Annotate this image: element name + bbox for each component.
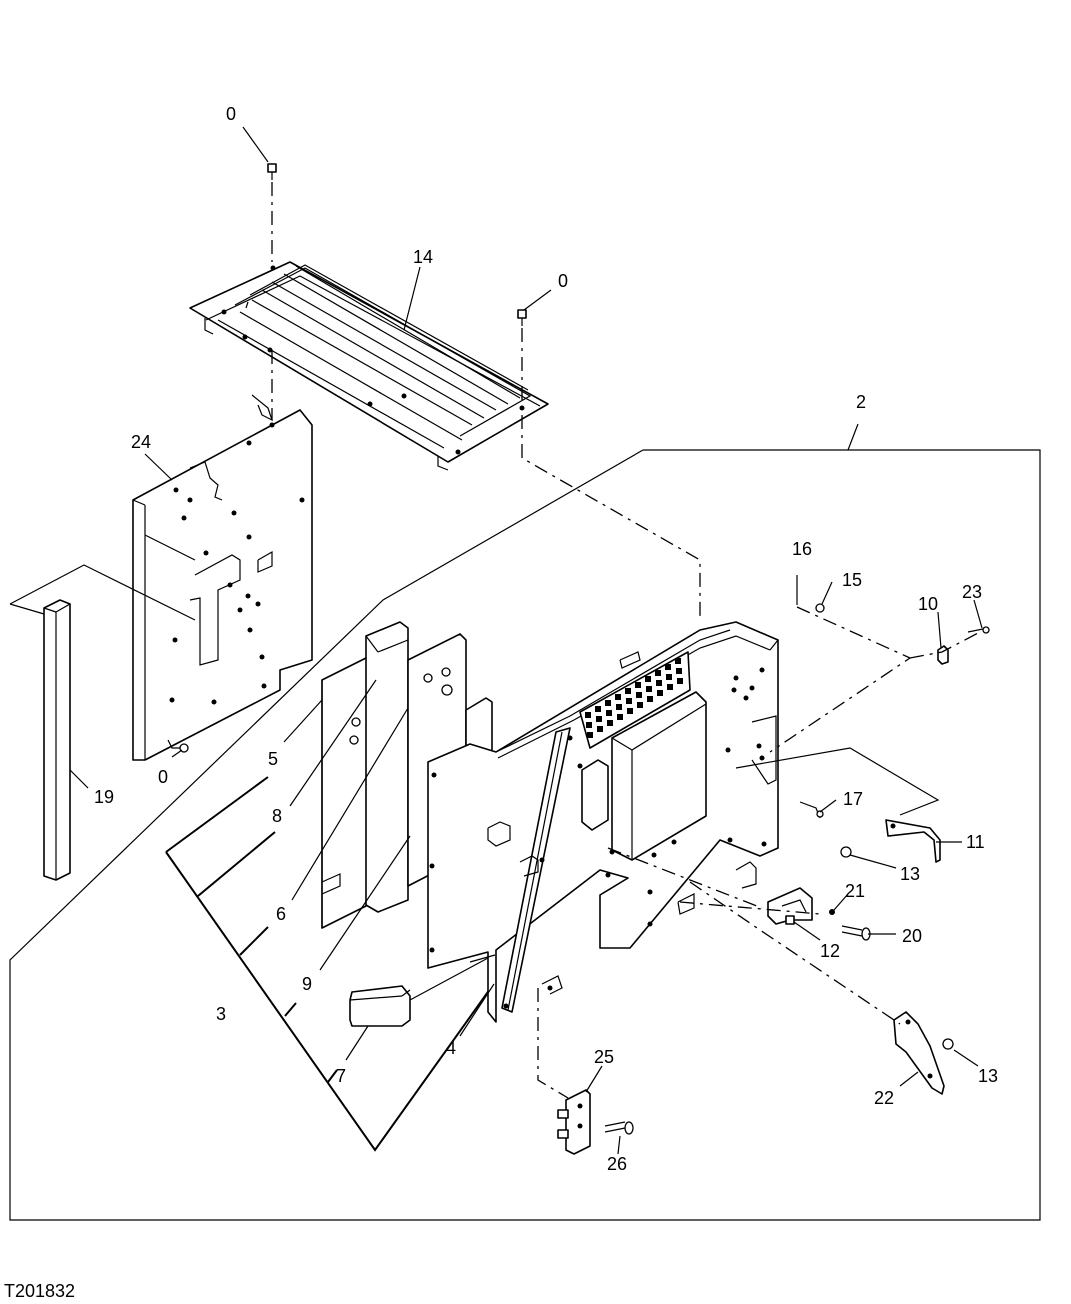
part-12-bracket bbox=[767, 887, 813, 925]
callout-13-a: 13 bbox=[900, 864, 920, 884]
figure-id: T201832 bbox=[4, 1281, 75, 1301]
callout-16: 16 bbox=[792, 539, 812, 559]
bolt-26 bbox=[604, 1121, 634, 1135]
screw-23 bbox=[967, 626, 990, 634]
nut-21 bbox=[829, 909, 835, 915]
callout-8: 8 bbox=[272, 806, 282, 826]
callout-0-left: 0 bbox=[158, 767, 168, 787]
main-panel bbox=[427, 621, 779, 1023]
leader-lines bbox=[69, 126, 983, 1155]
callout-22: 22 bbox=[874, 1088, 894, 1108]
clip-10 bbox=[937, 645, 949, 665]
part-19-strip bbox=[43, 599, 71, 881]
callout-2: 2 bbox=[856, 392, 866, 412]
callout-19: 19 bbox=[94, 787, 114, 807]
part-24-left-panel bbox=[132, 394, 313, 761]
callout-23: 23 bbox=[962, 582, 982, 602]
callout-7: 7 bbox=[336, 1066, 346, 1086]
callout-12: 12 bbox=[820, 941, 840, 961]
callout-11: 11 bbox=[966, 832, 985, 852]
callout-labels: 0 0 0 14 2 24 19 16 15 10 23 17 11 13 21… bbox=[94, 104, 998, 1174]
callout-21: 21 bbox=[845, 881, 865, 901]
callout-14: 14 bbox=[413, 247, 433, 267]
part-14-top-grille bbox=[189, 261, 549, 471]
callout-17: 17 bbox=[843, 789, 863, 809]
callout-0-mid: 0 bbox=[558, 271, 568, 291]
part-25-hinge bbox=[557, 1089, 591, 1155]
part-8-pad bbox=[365, 621, 409, 913]
washer-15 bbox=[815, 603, 825, 613]
part-17-cable bbox=[799, 801, 824, 819]
callout-6: 6 bbox=[276, 904, 286, 924]
part-7-pad bbox=[349, 985, 411, 1027]
nut-13-b bbox=[942, 1038, 954, 1050]
callout-3: 3 bbox=[216, 1004, 226, 1024]
callout-24: 24 bbox=[131, 432, 151, 452]
part-22-bracket bbox=[893, 1011, 945, 1095]
callout-20: 20 bbox=[902, 926, 922, 946]
bolt-0-left bbox=[167, 739, 189, 753]
vent-grille bbox=[579, 651, 691, 749]
part-11-bracket bbox=[885, 819, 941, 863]
callout-15: 15 bbox=[842, 570, 862, 590]
bolt-0-mid bbox=[517, 309, 527, 326]
callout-25: 25 bbox=[594, 1047, 614, 1067]
nut-13-a bbox=[840, 846, 852, 858]
assembly-3-bracket bbox=[165, 851, 496, 1152]
callout-10: 10 bbox=[918, 594, 938, 614]
callout-0-top: 0 bbox=[226, 104, 236, 124]
callout-5: 5 bbox=[268, 749, 278, 769]
assembly-2-outline bbox=[9, 449, 1041, 1221]
callout-26: 26 bbox=[607, 1154, 627, 1174]
callout-13-b: 13 bbox=[978, 1066, 998, 1086]
callout-4: 4 bbox=[446, 1038, 456, 1058]
callout-9: 9 bbox=[302, 974, 312, 994]
bolt-0-top bbox=[267, 163, 277, 180]
bolt-20 bbox=[841, 925, 871, 941]
